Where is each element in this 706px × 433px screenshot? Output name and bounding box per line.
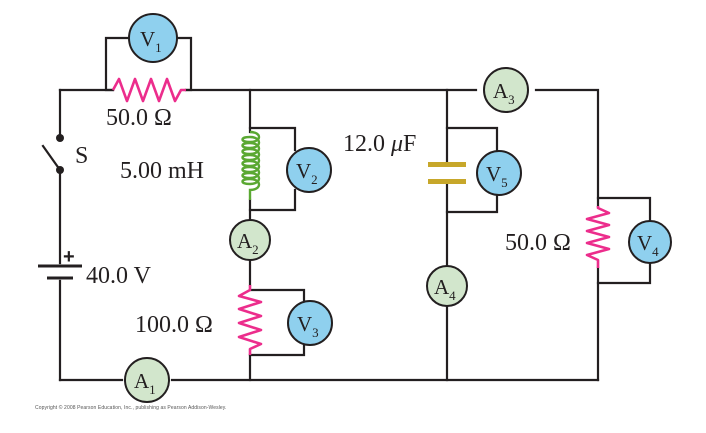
voltmeter-v3: V3 — [287, 300, 333, 346]
svg-text:V4: V4 — [637, 231, 659, 259]
r3-label: 100.0 Ω — [135, 312, 213, 338]
voltmeter-v1: V1 — [128, 13, 178, 63]
capacitor-value: 12.0 — [343, 131, 391, 157]
copyright-notice: Copyright © 2008 Pearson Education, Inc.… — [35, 405, 227, 411]
r1-label: 50.0 Ω — [106, 105, 172, 131]
voltmeter-v2: V2 — [286, 147, 332, 193]
meter-subscript: 1 — [149, 382, 156, 397]
svg-text:V1: V1 — [140, 27, 162, 55]
meter-letter: A — [237, 229, 253, 253]
battery-plus-sign: + — [63, 246, 75, 268]
switch-label: S — [75, 143, 88, 169]
meter-letter: A — [134, 369, 150, 393]
meter-subscript: 3 — [312, 325, 319, 340]
meter-subscript: 5 — [501, 175, 508, 190]
meter-letter: V — [140, 27, 155, 51]
switch — [41, 134, 64, 174]
battery-label: 40.0 V — [86, 263, 152, 289]
meter-subscript: 2 — [252, 242, 259, 257]
resistor-r3 — [237, 285, 263, 355]
meter-letter: V — [296, 159, 311, 183]
meter-letter: V — [297, 312, 312, 336]
meter-subscript: 4 — [449, 288, 456, 303]
capacitor — [428, 162, 466, 184]
meter-subscript: 4 — [652, 244, 659, 259]
battery — [38, 264, 82, 280]
resistor-r4 — [585, 206, 611, 268]
svg-text:V2: V2 — [296, 159, 318, 187]
svg-text:V3: V3 — [297, 312, 319, 340]
meter-letter: V — [486, 162, 501, 186]
voltmeter-v5: V5 — [476, 150, 522, 196]
svg-text:V5: V5 — [486, 162, 508, 190]
svg-text:A2: A2 — [237, 229, 259, 257]
meter-letter: A — [434, 275, 450, 299]
meter-subscript: 3 — [508, 92, 515, 107]
capacitor-label: 12.0 μF — [343, 131, 416, 157]
svg-text:A4: A4 — [434, 275, 456, 303]
voltmeter-v4: V4 — [628, 220, 672, 264]
svg-text:A3: A3 — [493, 79, 515, 107]
ammeter-a1: A1 — [124, 357, 170, 403]
inductor — [241, 130, 261, 200]
svg-text:A1: A1 — [134, 369, 156, 397]
ammeter-a4: A4 — [426, 265, 468, 307]
capacitor-unit: F — [403, 131, 416, 157]
meter-letter: A — [493, 79, 509, 103]
r4-label: 50.0 Ω — [505, 230, 571, 256]
resistor-r1 — [111, 77, 186, 103]
meter-letter: V — [637, 231, 652, 255]
inductor-label: 5.00 mH — [120, 158, 204, 184]
meter-subscript: 2 — [311, 172, 318, 187]
meter-subscript: 1 — [155, 40, 162, 55]
ammeter-a2: A2 — [229, 219, 271, 261]
capacitor-mu: μ — [390, 131, 403, 157]
wires — [58, 36, 652, 382]
ammeter-a3: A3 — [483, 67, 529, 113]
